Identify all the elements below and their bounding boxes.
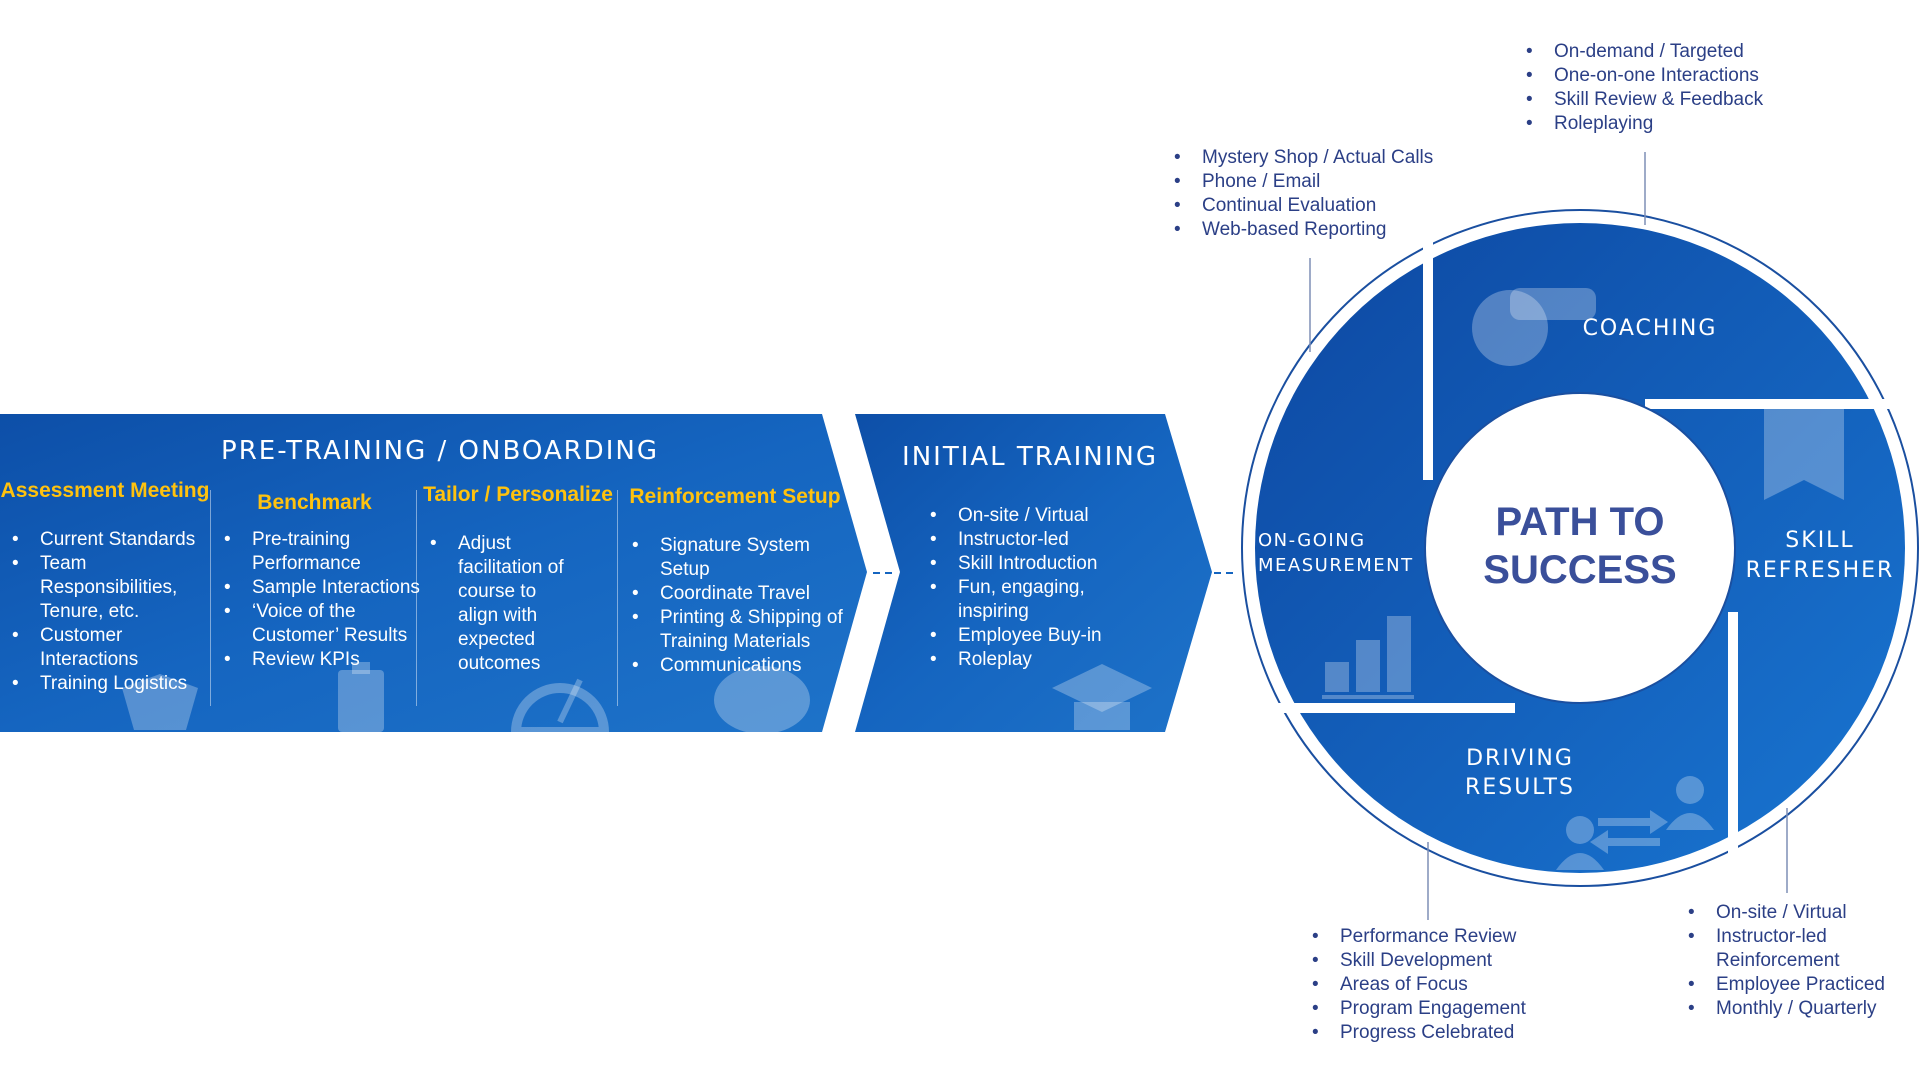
label-line: REFRESHER <box>1745 558 1895 583</box>
center-title-line1: PATH TO <box>1495 500 1665 544</box>
section-reinforcement-setup: Reinforcement Setup Signature System Set… <box>620 484 850 678</box>
list-item: Team Responsibilities, Tenure, etc. <box>10 552 210 624</box>
segment-label-ongoing-measurement: ON-GOING MEASUREMENT <box>1258 528 1418 578</box>
label-line: DRIVING <box>1466 746 1574 771</box>
cycle-inner-white <box>1424 392 1736 704</box>
list-item: Coordinate Travel <box>630 582 855 606</box>
callout-coaching: On-demand / Targeted One-on-one Interact… <box>1524 40 1784 136</box>
list-item: Program Engagement <box>1310 997 1550 1021</box>
initial-training-title: INITIAL TRAINING <box>902 442 1158 472</box>
graduation-cap-icon <box>1052 664 1152 730</box>
brain-icon <box>714 666 810 734</box>
list-item: Employee Practiced <box>1686 973 1896 997</box>
list-item: Roleplaying <box>1524 112 1784 136</box>
label-line: RESULTS <box>1465 775 1575 800</box>
callout-driving-results: Performance Review Skill Development Are… <box>1310 925 1550 1045</box>
list-item: On-site / Virtual <box>1686 901 1896 925</box>
pretraining-title: PRE-TRAINING / ONBOARDING <box>221 436 659 466</box>
list-item: Pre-training Performance <box>222 528 422 576</box>
section-heading: Benchmark <box>257 491 372 514</box>
center-title-line2: SUCCESS <box>1483 548 1677 592</box>
whistle-icon <box>1472 288 1596 366</box>
list-item: Continual Evaluation <box>1172 194 1462 218</box>
segment-label-skill-refresher: SKILL REFRESHER <box>1740 526 1900 586</box>
list-item: Training Logistics <box>10 672 210 696</box>
section-tailor-personalize: Tailor / Personalize Adjust facilitation… <box>418 482 618 676</box>
list-item: One-on-one Interactions <box>1524 64 1784 88</box>
section-divider <box>617 490 618 706</box>
list-item: ‘Voice of the Customer’ Results <box>222 600 422 648</box>
list-item: Skill Development <box>1310 949 1550 973</box>
section-divider <box>210 490 211 706</box>
list-item: Current Standards <box>10 528 210 552</box>
list-item: Review KPIs <box>222 648 422 672</box>
list-item: Printing & Shipping of Training Material… <box>630 606 855 654</box>
section-benchmark: Benchmark Pre-training Performance Sampl… <box>212 478 420 672</box>
star-ribbon-icon <box>1764 404 1844 500</box>
list-item: Instructor-led <box>928 528 1128 552</box>
label-line: ON-GOING <box>1258 530 1366 551</box>
list-item: Adjust facilitation of course to align w… <box>428 532 578 676</box>
list-item: On-site / Virtual <box>928 504 1128 528</box>
list-item: Progress Celebrated <box>1310 1021 1550 1045</box>
gauge-icon <box>510 678 610 737</box>
path-to-success-title: PATH TO SUCCESS <box>1430 498 1730 594</box>
callout-skill-refresher: On-site / Virtual Instructor-led Reinfor… <box>1686 901 1896 1021</box>
list-item: Phone / Email <box>1172 170 1462 194</box>
segment-label-driving-results: DRIVING RESULTS <box>1440 744 1600 802</box>
clipboard-pen-icon <box>338 662 384 732</box>
list-item: On-demand / Targeted <box>1524 40 1784 64</box>
label-line: SKILL <box>1785 528 1855 553</box>
list-item: Employee Buy-in <box>928 624 1128 648</box>
list-item: Skill Review & Feedback <box>1524 88 1784 112</box>
list-item: Mystery Shop / Actual Calls <box>1172 146 1462 170</box>
list-item: Monthly / Quarterly <box>1686 997 1896 1021</box>
people-exchange-icon <box>1556 776 1714 870</box>
list-item: Skill Introduction <box>928 552 1128 576</box>
list-item: Communications <box>630 654 855 678</box>
section-assessment-meeting: Assessment Meeting Current Standards Tea… <box>0 478 210 696</box>
list-item: Instructor-led Reinforcement <box>1686 925 1896 973</box>
list-item: Performance Review <box>1310 925 1550 949</box>
callout-measurement: Mystery Shop / Actual Calls Phone / Emai… <box>1172 146 1462 242</box>
section-heading: Tailor / Personalize <box>423 483 613 506</box>
list-item: Areas of Focus <box>1310 973 1550 997</box>
list-item: Sample Interactions <box>222 576 422 600</box>
label-line: MEASUREMENT <box>1258 555 1414 576</box>
list-item: Fun, engaging, inspiring <box>928 576 1128 624</box>
segment-label-coaching: COACHING <box>1582 316 1718 341</box>
section-heading: Assessment Meeting <box>0 479 210 502</box>
section-heading: Reinforcement Setup <box>629 485 841 508</box>
initial-training-list: On-site / Virtual Instructor-led Skill I… <box>928 504 1128 672</box>
list-item: Web-based Reporting <box>1172 218 1462 242</box>
list-item: Customer Interactions <box>10 624 210 672</box>
list-item: Roleplay <box>928 648 1128 672</box>
list-item: Signature System Setup <box>630 534 855 582</box>
bar-chart-icon <box>1322 616 1414 699</box>
